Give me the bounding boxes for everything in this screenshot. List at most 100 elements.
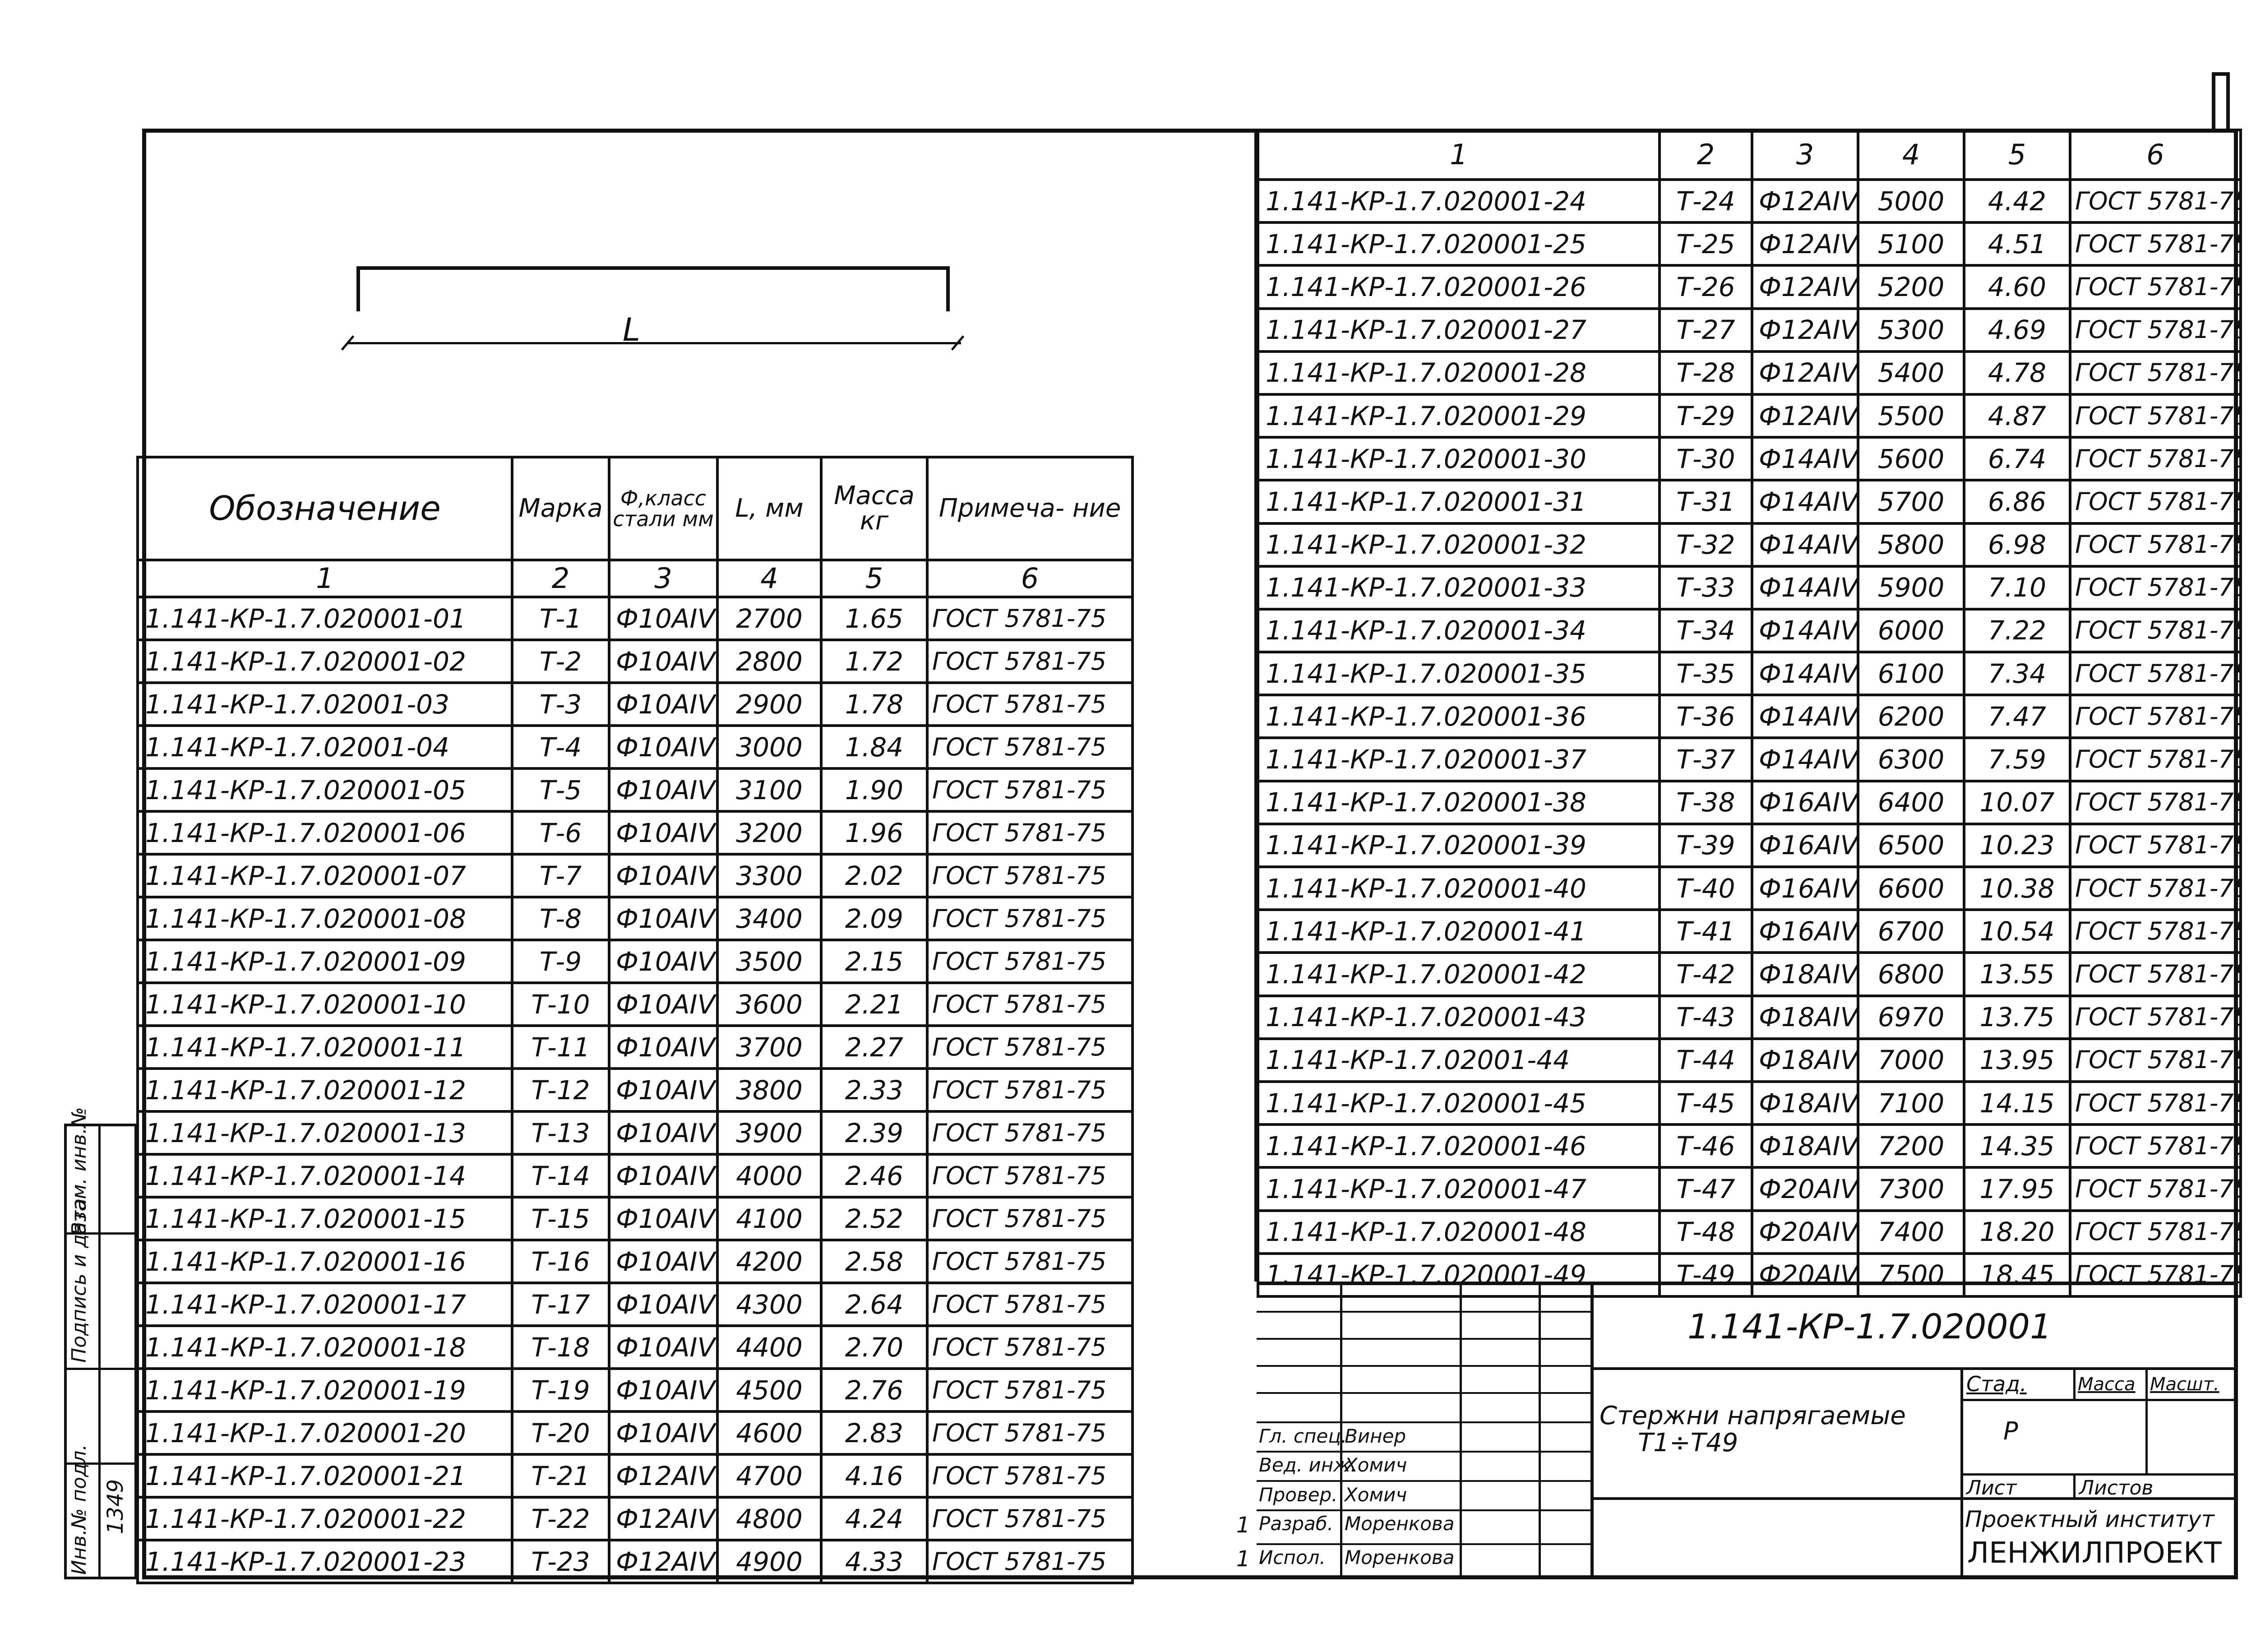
cell-note: ГОСТ 5781-75 (926, 1282, 1134, 1327)
cell-mark: Т-11 (511, 1024, 610, 1070)
cell-note: ГОСТ 5781-75 (926, 1324, 1134, 1370)
cell-length: 4100 (716, 1196, 823, 1241)
cell-mark: Т-34 (1658, 607, 1753, 654)
cell-diameter: Ф12АIV (1751, 178, 1859, 224)
stamp-line (2073, 1473, 2076, 1498)
cell-mark: Т-47 (1658, 1166, 1753, 1212)
column-number-row: 1 2 3 4 5 6 (136, 559, 1134, 598)
col-number: 6 (926, 559, 1134, 598)
cell-mass: 2.83 (820, 1410, 929, 1456)
document-code: 1.141-КР-1.7.020001 (1687, 1306, 2052, 1347)
stamp-line (67, 1462, 139, 1465)
cell-designation: 1.141-КР-1.7.020001-01 (136, 596, 513, 641)
header-length: L, мм (716, 456, 823, 561)
cell-mass: 4.51 (1963, 221, 2071, 267)
cell-mass: 7.10 (1963, 565, 2071, 611)
cell-designation: 1.141-КР-1.7.020001-49 (1257, 1252, 1661, 1298)
cell-designation: 1.141-КР-1.7.020001-22 (136, 1496, 513, 1541)
cell-note: ГОСТ 5781-75 (2069, 822, 2242, 869)
cell-diameter: Ф14АIV (1751, 565, 1859, 611)
cell-mark: Т-13 (511, 1110, 610, 1156)
cell-length: 3900 (716, 1110, 823, 1156)
stamp-line (1590, 1282, 1594, 1579)
cell-note: ГОСТ 5781-75 (926, 639, 1134, 684)
cell-length: 6300 (1857, 736, 1965, 782)
header-diameter: Ф,класс стали мм (608, 456, 719, 561)
cell-mark: Т-21 (511, 1453, 610, 1499)
cell-length: 3400 (716, 896, 823, 941)
cell-designation: 1.141-КР-1.7.020001-42 (1257, 951, 1661, 997)
cell-length: 3300 (716, 853, 823, 898)
cell-note: ГОСТ 5781-75 (926, 810, 1134, 856)
stamp-line (1539, 1282, 1541, 1579)
cell-diameter: Ф14АIV (1751, 694, 1859, 740)
cell-designation: 1.141-КР-1.7.020001-33 (1257, 565, 1661, 611)
col-number: 5 (1963, 129, 2071, 181)
cell-note: ГОСТ 5781-75 (2069, 522, 2242, 568)
sheet-label: Лист (1966, 1476, 2017, 1499)
cell-designation: 1.141-КР-1.7.020001-36 (1257, 694, 1661, 740)
cell-designation: 1.141-КР-1.7.020001-39 (1257, 822, 1661, 869)
inv-orig-label: Инв.№ подл. (68, 1444, 91, 1575)
cell-diameter: Ф10АIV (608, 939, 719, 984)
signature-name: Винер (1345, 1425, 1406, 1447)
cell-mark: Т-43 (1658, 994, 1753, 1040)
cell-note: ГОСТ 5781-75 (2069, 908, 2242, 954)
cell-note: ГОСТ 5781-75 (926, 1539, 1134, 1584)
cell-note: ГОСТ 5781-75 (926, 1153, 1134, 1199)
cell-mark: Т-9 (511, 939, 610, 984)
cell-designation: 1.141-КР-1.7.020001-40 (1257, 865, 1661, 912)
left-spec-table: Обозначение Марка Ф,класс стали мм L, мм… (136, 456, 1134, 1584)
cell-length: 6400 (1857, 779, 1965, 825)
cell-length: 6700 (1857, 908, 1965, 954)
sheet-divider (1254, 129, 1258, 1282)
cell-length: 4000 (716, 1153, 823, 1199)
cell-length: 4200 (716, 1239, 823, 1284)
col-number: 4 (716, 559, 823, 598)
cell-note: ГОСТ 5781-75 (926, 1239, 1134, 1284)
cell-mass: 6.74 (1963, 436, 2071, 482)
cell-mark: Т-32 (1658, 522, 1753, 568)
cell-note: ГОСТ 5781-75 (926, 596, 1134, 641)
cell-designation: 1.141-КР-1.7.020001-08 (136, 896, 513, 941)
cell-length: 6970 (1857, 994, 1965, 1040)
cell-mass: 14.15 (1963, 1080, 2071, 1126)
cell-diameter: Ф20АIV (1751, 1166, 1859, 1212)
cell-mass: 2.70 (820, 1324, 929, 1370)
cell-mass: 2.64 (820, 1282, 929, 1327)
cell-diameter: Ф18АIV (1751, 951, 1859, 997)
stamp-line (1257, 1451, 1590, 1453)
cell-mass: 2.46 (820, 1153, 929, 1199)
cell-diameter: Ф10АIV (608, 767, 719, 813)
cell-diameter: Ф16АIV (1751, 779, 1859, 825)
cell-mark: Т-44 (1658, 1037, 1753, 1083)
cell-note: ГОСТ 5781-75 (2069, 1209, 2242, 1255)
cell-length: 5100 (1857, 221, 1965, 267)
side-approval-strip (64, 1124, 139, 1579)
cell-mass: 4.87 (1963, 393, 2071, 439)
cell-length: 5500 (1857, 393, 1965, 439)
cell-mark: Т-15 (511, 1196, 610, 1241)
cell-mark: Т-41 (1658, 908, 1753, 954)
cell-diameter: Ф10АIV (608, 981, 719, 1027)
cell-diameter: Ф16АIV (1751, 822, 1859, 869)
cell-mark: Т-14 (511, 1153, 610, 1199)
cell-mass: 2.52 (820, 1196, 929, 1241)
sign-date-label: Подпись и дата (68, 1198, 91, 1363)
cell-mark: Т-29 (1658, 393, 1753, 439)
cell-note: ГОСТ 5781-75 (2069, 1037, 2242, 1083)
cell-mark: Т-24 (1658, 178, 1753, 224)
cell-diameter: Ф18АIV (1751, 994, 1859, 1040)
